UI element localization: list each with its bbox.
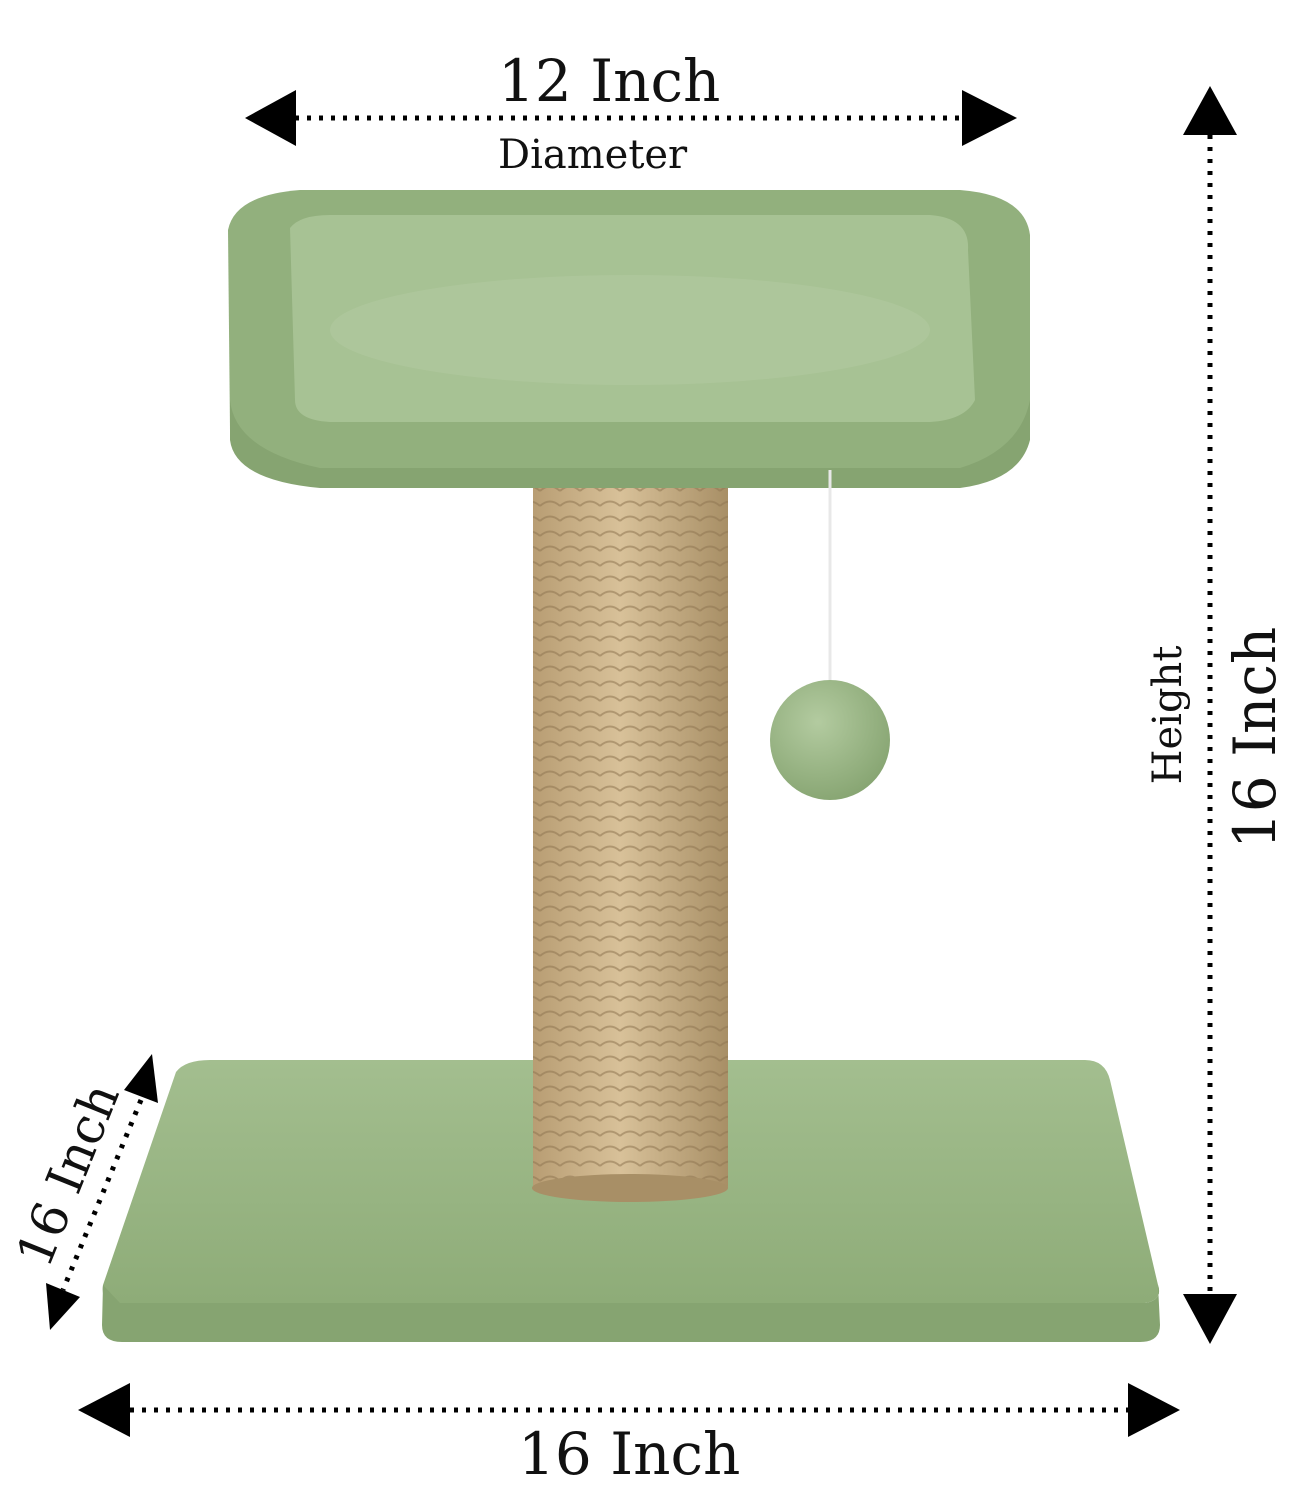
top-perch-bed [228, 190, 1030, 488]
top-width-label: 12 Inch [498, 47, 721, 115]
height-caption: Height [1145, 645, 1191, 785]
base-width-arrow [78, 1383, 1180, 1437]
top-diameter-arrow [245, 90, 1017, 146]
base-width-label: 16 Inch [518, 1420, 741, 1488]
sisal-scratching-post [532, 482, 728, 1202]
depth-arrow [46, 1054, 158, 1330]
height-label: 16 Inch [1221, 626, 1289, 850]
diameter-caption: Diameter [498, 132, 688, 178]
height-arrow [1183, 86, 1237, 1344]
hanging-pom-pom-toy [770, 470, 890, 800]
